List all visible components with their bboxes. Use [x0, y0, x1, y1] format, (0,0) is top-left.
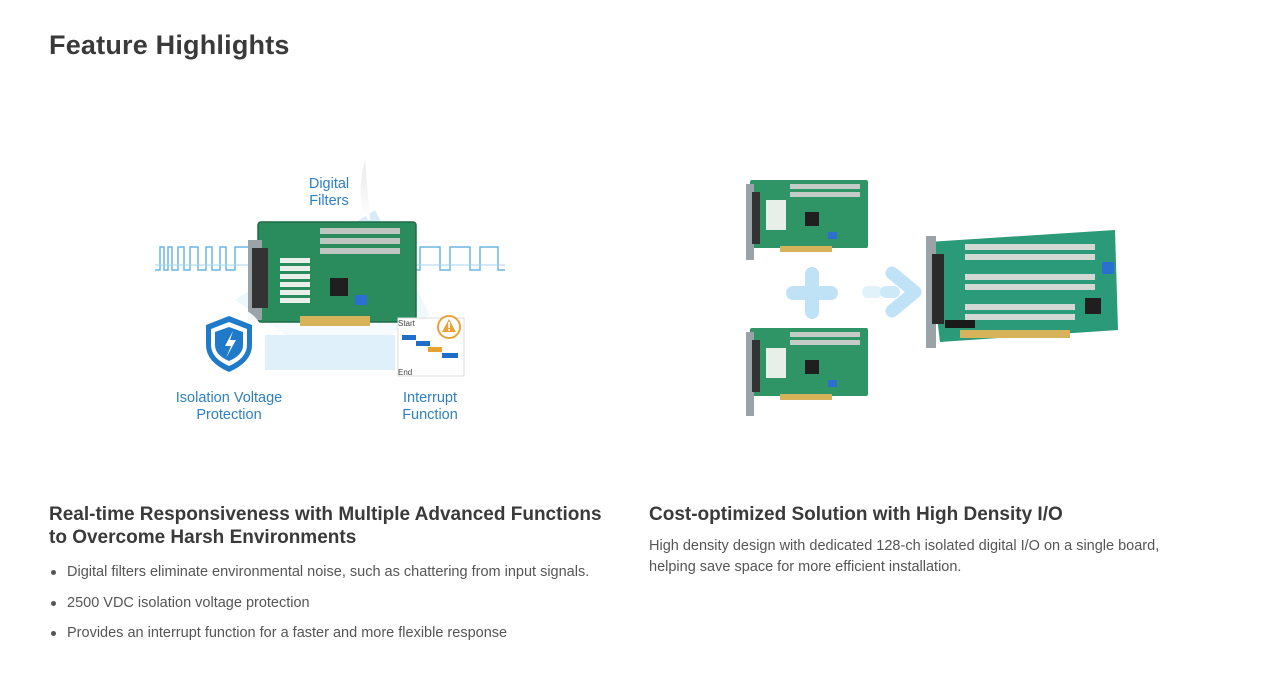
pci-board-image: [746, 328, 868, 416]
description-line: High density design with dedicated 128-c…: [649, 538, 1160, 554]
shield-icon: [193, 306, 265, 378]
description-line: helping save space for more efficient in…: [649, 559, 962, 575]
warning-icon: [437, 315, 461, 339]
bullet-icon: [51, 600, 56, 606]
arrow-right-icon: [862, 266, 922, 318]
section-description: High density design with dedicated 128-c…: [649, 536, 1209, 578]
list-item: Digital filters eliminate environmental …: [49, 562, 619, 582]
noisy-signal-waveform: [155, 246, 260, 271]
section-title: Real-time Responsiveness with Multiple A…: [49, 503, 619, 549]
pci-board-image: [926, 230, 1118, 348]
bullet-text: Digital filters eliminate environmental …: [67, 564, 590, 580]
isolation-voltage-label: Isolation Voltage: [176, 390, 282, 406]
feature-section-realtime: Real-time Responsiveness with Multiple A…: [49, 503, 619, 654]
interrupt-function-label: Function: [402, 407, 458, 423]
filtered-signal-waveform: [415, 246, 505, 271]
bullet-text: 2500 VDC isolation voltage protection: [67, 594, 310, 611]
page-title: Feature Highlights: [49, 30, 290, 60]
high-density-io-illustration: [730, 170, 1130, 430]
isolation-voltage-label: Protection: [196, 407, 261, 423]
digital-filters-label: Digital: [309, 176, 349, 192]
bullet-text: Provides an interrupt function for a fas…: [67, 625, 508, 641]
feature-section-high-density: Cost-optimized Solution with High Densit…: [649, 503, 1209, 578]
timeline-start-label: Start: [398, 319, 416, 328]
section-title-line: to Overcome Harsh Environments: [49, 527, 357, 548]
interrupt-function-label: Interrupt: [403, 390, 457, 406]
timeline-end-label: End: [398, 368, 412, 377]
list-item: Provides an interrupt function for a fas…: [49, 623, 619, 643]
advanced-functions-illustration: Start End Digital Filters Isolation Volt…: [140, 150, 520, 440]
plus-icon: [786, 267, 838, 319]
feature-bullet-list: Digital filters eliminate environmental …: [49, 562, 619, 643]
pci-board-image: [248, 221, 417, 326]
bullet-icon: [51, 570, 56, 575]
pci-board-image: [746, 180, 868, 260]
section-title: Cost-optimized Solution with High Densit…: [649, 504, 1063, 525]
list-item: 2500 VDC isolation voltage protection: [49, 593, 619, 613]
bullet-icon: [51, 631, 56, 636]
digital-filters-label: Filters: [309, 193, 348, 209]
section-title-line: Real-time Responsiveness with Multiple A…: [49, 504, 602, 525]
